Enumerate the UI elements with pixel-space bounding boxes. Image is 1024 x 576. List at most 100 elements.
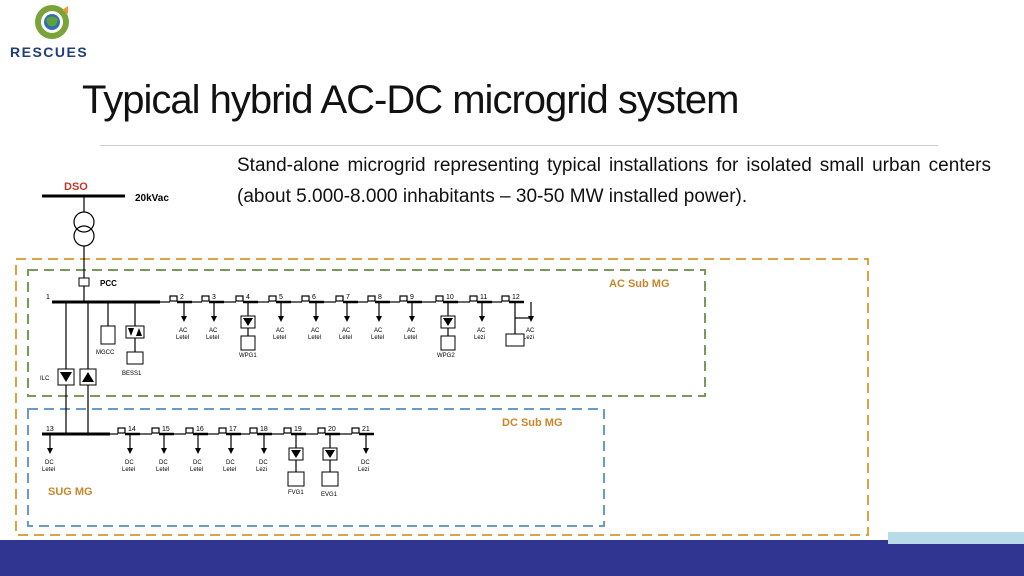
pcc-label: PCC [100,279,117,288]
page-title: Typical hybrid AC-DC microgrid system [82,78,739,122]
dc-load-label: DC [45,460,54,466]
bus-number: 1 [46,294,50,301]
dc-load-label: Letel [42,467,55,473]
bess-converter [125,325,145,339]
ac-load-label: Letel [371,335,384,341]
ilc-label: ILC [40,376,50,382]
ac-load-label: AC [311,328,320,334]
ac-load-label: AC [342,328,351,334]
bus-number: 16 [196,426,204,433]
ac-switch [169,295,178,302]
bus-number: 20 [328,426,336,433]
dc-load-label: Lezi [256,467,267,473]
bus-number: 14 [128,426,136,433]
bus-number: 3 [212,294,216,301]
dc-load-label: DC [159,460,168,466]
logo-text: RESCUES [10,44,89,60]
dc-sub-mg-box [27,408,605,527]
ac-sub-label: AC Sub MG [609,278,670,290]
bus-number: 12 [512,294,520,301]
ac-feeder [160,295,524,304]
dc-load-label: DC [193,460,202,466]
ac-switch [268,295,277,302]
wind-generator-icon [440,302,456,351]
dc-switch [249,427,258,434]
bus-number: 5 [279,294,283,301]
ac-load-label: Letel [308,335,321,341]
dc-switch [351,427,360,434]
bus-number: 13 [46,426,54,433]
pcc-switch [78,277,90,287]
evg1-label: EVG1 [321,492,338,498]
dc-switch [283,427,292,434]
bus-number: 9 [410,294,414,301]
dc-load-label: DC [226,460,235,466]
dc-load-label: Letel [122,467,135,473]
dc-switch [218,427,227,434]
bus-number: 21 [362,426,370,433]
dc-load-label: DC [259,460,268,466]
outer-mg-box [15,258,869,536]
footer-band-edge [0,540,888,544]
dc-switch [185,427,194,434]
title-divider [100,145,938,146]
bus-number: 10 [446,294,454,301]
bus-number: 11 [480,294,487,301]
ac-switch [335,295,344,302]
wpg1-label: WPG1 [239,353,257,359]
sug-label: SUG MG [48,486,93,498]
ac-load-label: AC [477,328,486,334]
ev-charger-icon [321,434,339,487]
bus-number: 19 [294,426,302,433]
dc-load-label: Letel [156,467,169,473]
dso-label: DSO [64,181,88,193]
bus-number: 8 [378,294,382,301]
pv-generator-icon [287,434,305,487]
ac-switch [367,295,376,302]
ac-switch [435,295,444,302]
footer-band [0,544,1024,576]
ac-switch [399,295,408,302]
wind-generator-icon [240,302,256,351]
dc-load-label: Letel [190,467,203,473]
footer-band-light [888,532,1024,544]
ac-load-label: AC [179,328,188,334]
dc-load-label: Lezi [358,467,369,473]
ac-load-label: AC [209,328,218,334]
bess-label: BESS1 [122,371,142,377]
dc-switch [151,427,160,434]
mgcc-box [100,325,116,345]
ac-load-label: Letel [206,335,219,341]
dc-sub-label: DC Sub MG [502,417,563,429]
transformer-icon [73,211,95,233]
ac-switch [501,295,510,302]
dc-switch [317,427,326,434]
description-text: Stand-alone microgrid representing typic… [237,155,991,207]
dc-switch [117,427,126,434]
ac-load-label: AC [407,328,416,334]
bus-number: 17 [229,426,237,433]
bus-number: 2 [180,294,184,301]
ac-load-label: Lezi [523,335,534,341]
wpg2-label: WPG2 [437,353,455,359]
ac-load-label: Lezi [474,335,485,341]
rescues-logo [35,5,69,39]
dc-load-label: DC [361,460,370,466]
ac-switch [201,295,210,302]
bus-number: 15 [162,426,170,433]
